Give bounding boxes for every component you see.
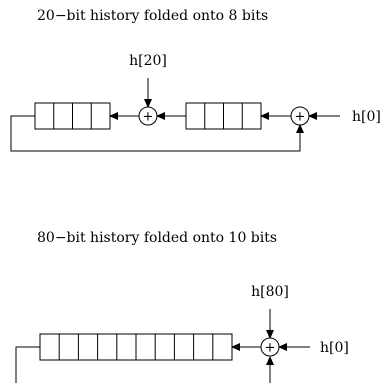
input-label-right: h[0]	[320, 340, 349, 356]
xor-symbol: +	[265, 341, 276, 356]
diagram-20bit: 20−bit history folded onto 8 bits + + h[…	[10, 8, 381, 152]
right-register	[185, 102, 262, 130]
xor-gate-middle: +	[138, 106, 158, 126]
feedback-line	[15, 346, 40, 383]
input-label-top: h[80]	[251, 284, 289, 300]
diagram-2-title: 80−bit history folded onto 10 bits	[37, 230, 277, 246]
feedback-line	[10, 115, 301, 152]
xor-gate-right: +	[290, 106, 310, 126]
long-register	[39, 333, 233, 361]
diagram-80bit: 80−bit history folded onto 10 bits + h[8…	[15, 230, 349, 383]
diagram-1-title: 20−bit history folded onto 8 bits	[37, 8, 268, 24]
xor-symbol: +	[295, 110, 306, 125]
input-label-right: h[0]	[352, 109, 381, 125]
input-label-top: h[20]	[129, 53, 167, 69]
xor-gate: +	[260, 337, 280, 357]
xor-symbol: +	[143, 110, 154, 125]
left-register	[34, 102, 111, 130]
